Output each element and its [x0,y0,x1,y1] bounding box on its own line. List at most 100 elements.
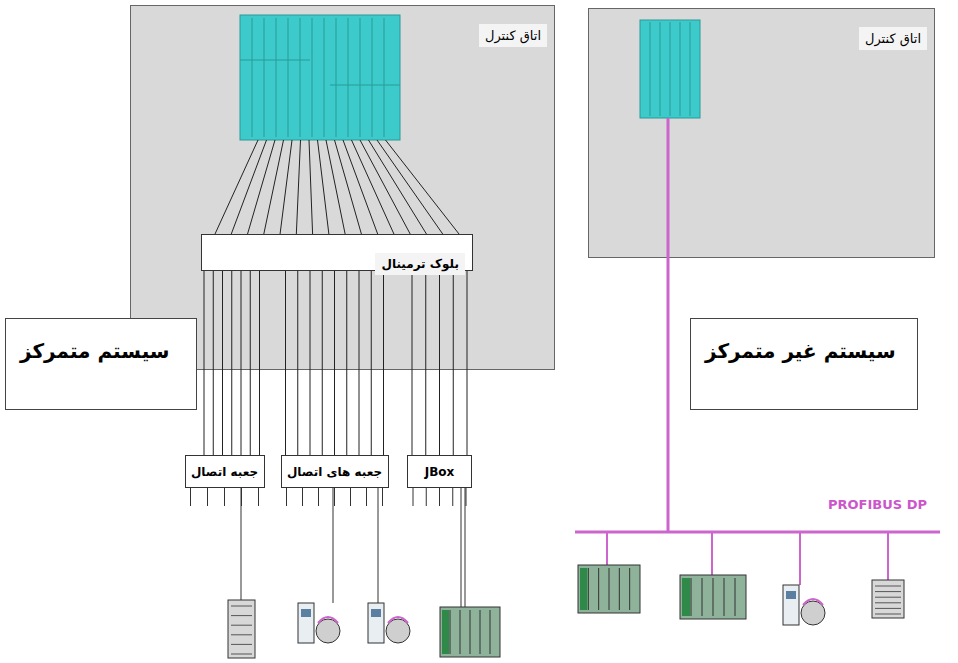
field-wire [241,488,242,600]
rack-wire [386,140,460,234]
wire-stub [318,488,319,506]
plc-slot [588,568,589,610]
drive-display [301,609,311,617]
wire-stub [258,488,259,506]
wire [359,271,360,455]
bus-name: PROFIBUS DP [828,497,927,512]
plc-slot [691,578,692,616]
plc-slot [629,568,630,610]
junction-box: جعبه اتصال [185,455,265,488]
rack-wire [248,140,275,234]
plc-rack [640,20,700,118]
wire [334,271,335,455]
rack-module [288,18,289,137]
plc-device [680,575,746,619]
rack-wire [296,140,300,234]
wire-stub [241,488,242,506]
junction-box: JBox [407,455,472,488]
rack-module [660,22,661,116]
io-row [231,654,252,655]
wire [241,271,242,455]
bus-drop [887,532,889,580]
wire-stub [426,488,427,506]
wire [310,271,311,455]
wire [213,271,214,455]
wire [222,271,223,455]
wire-stub [439,488,440,506]
system-label-box: سیستم غیر متمرکز [690,318,918,410]
io-device [872,580,904,618]
plc-cpu [580,568,587,610]
io-row [231,625,252,626]
rack-module [312,18,313,137]
plc-slot [713,578,714,616]
bus-drop [711,532,713,575]
wire-bundle [286,271,384,455]
rack-module [680,22,681,116]
rack-wire [309,140,313,234]
bus-drop [606,532,608,565]
io-row [875,608,901,609]
rack-module [336,18,337,137]
wire [322,271,323,455]
io-device [228,600,255,658]
bus-line [667,118,670,532]
plc-slot [470,610,471,654]
motor-cable [318,617,338,623]
drive-display [786,591,796,599]
wire-stub [334,488,335,506]
io-row [875,591,901,592]
room-label: اتاق کنترل [479,24,547,47]
rack-wire [326,140,345,234]
rack-module [670,22,671,116]
rack-module [690,22,691,116]
wire [285,271,286,455]
field-wire [461,488,462,607]
plc-slot [735,578,736,616]
system-title: سیستم غیر متمرکز [705,339,896,363]
wire-stub [190,488,191,506]
wire [425,271,426,455]
io-row [875,614,901,615]
drive-device [783,585,799,625]
wire-bundle [412,271,467,455]
plc-slot [619,568,620,610]
plc-cpu [682,578,690,616]
rack-wire [360,140,410,234]
plc-slot [609,568,610,610]
wire [204,271,205,455]
rack-wire [377,140,443,234]
io-row [231,606,252,607]
rack-module [330,85,400,86]
wire [250,271,251,455]
rack-module [384,18,385,137]
plc-device [578,565,640,613]
room-label: اتاق کنترل [859,27,927,50]
box-label: JBox [425,465,455,479]
io-row [231,644,252,645]
rack-module [300,18,301,137]
wire [383,271,384,455]
wire-stub [466,488,467,506]
wire-stub [350,488,351,506]
rack-module [650,22,651,116]
rack-module [324,18,325,137]
plc-slot [598,568,599,610]
rack-module [252,18,253,137]
rack-wire [280,140,292,234]
rack-module [360,18,361,137]
terminal-block: بلوک ترمینال [201,234,473,271]
plc-cpu [442,610,449,654]
box-label: بلوک ترمینال [375,253,465,275]
motor-cable [388,617,408,623]
wire-stub [302,488,303,506]
wire [346,271,347,455]
rack-module [348,18,349,137]
io-row [875,597,901,598]
plc-slot [702,578,703,616]
wire [453,271,454,455]
bus-drop [799,532,801,585]
wire [412,271,413,455]
drive-device [368,603,384,643]
plc-rack [240,15,400,140]
